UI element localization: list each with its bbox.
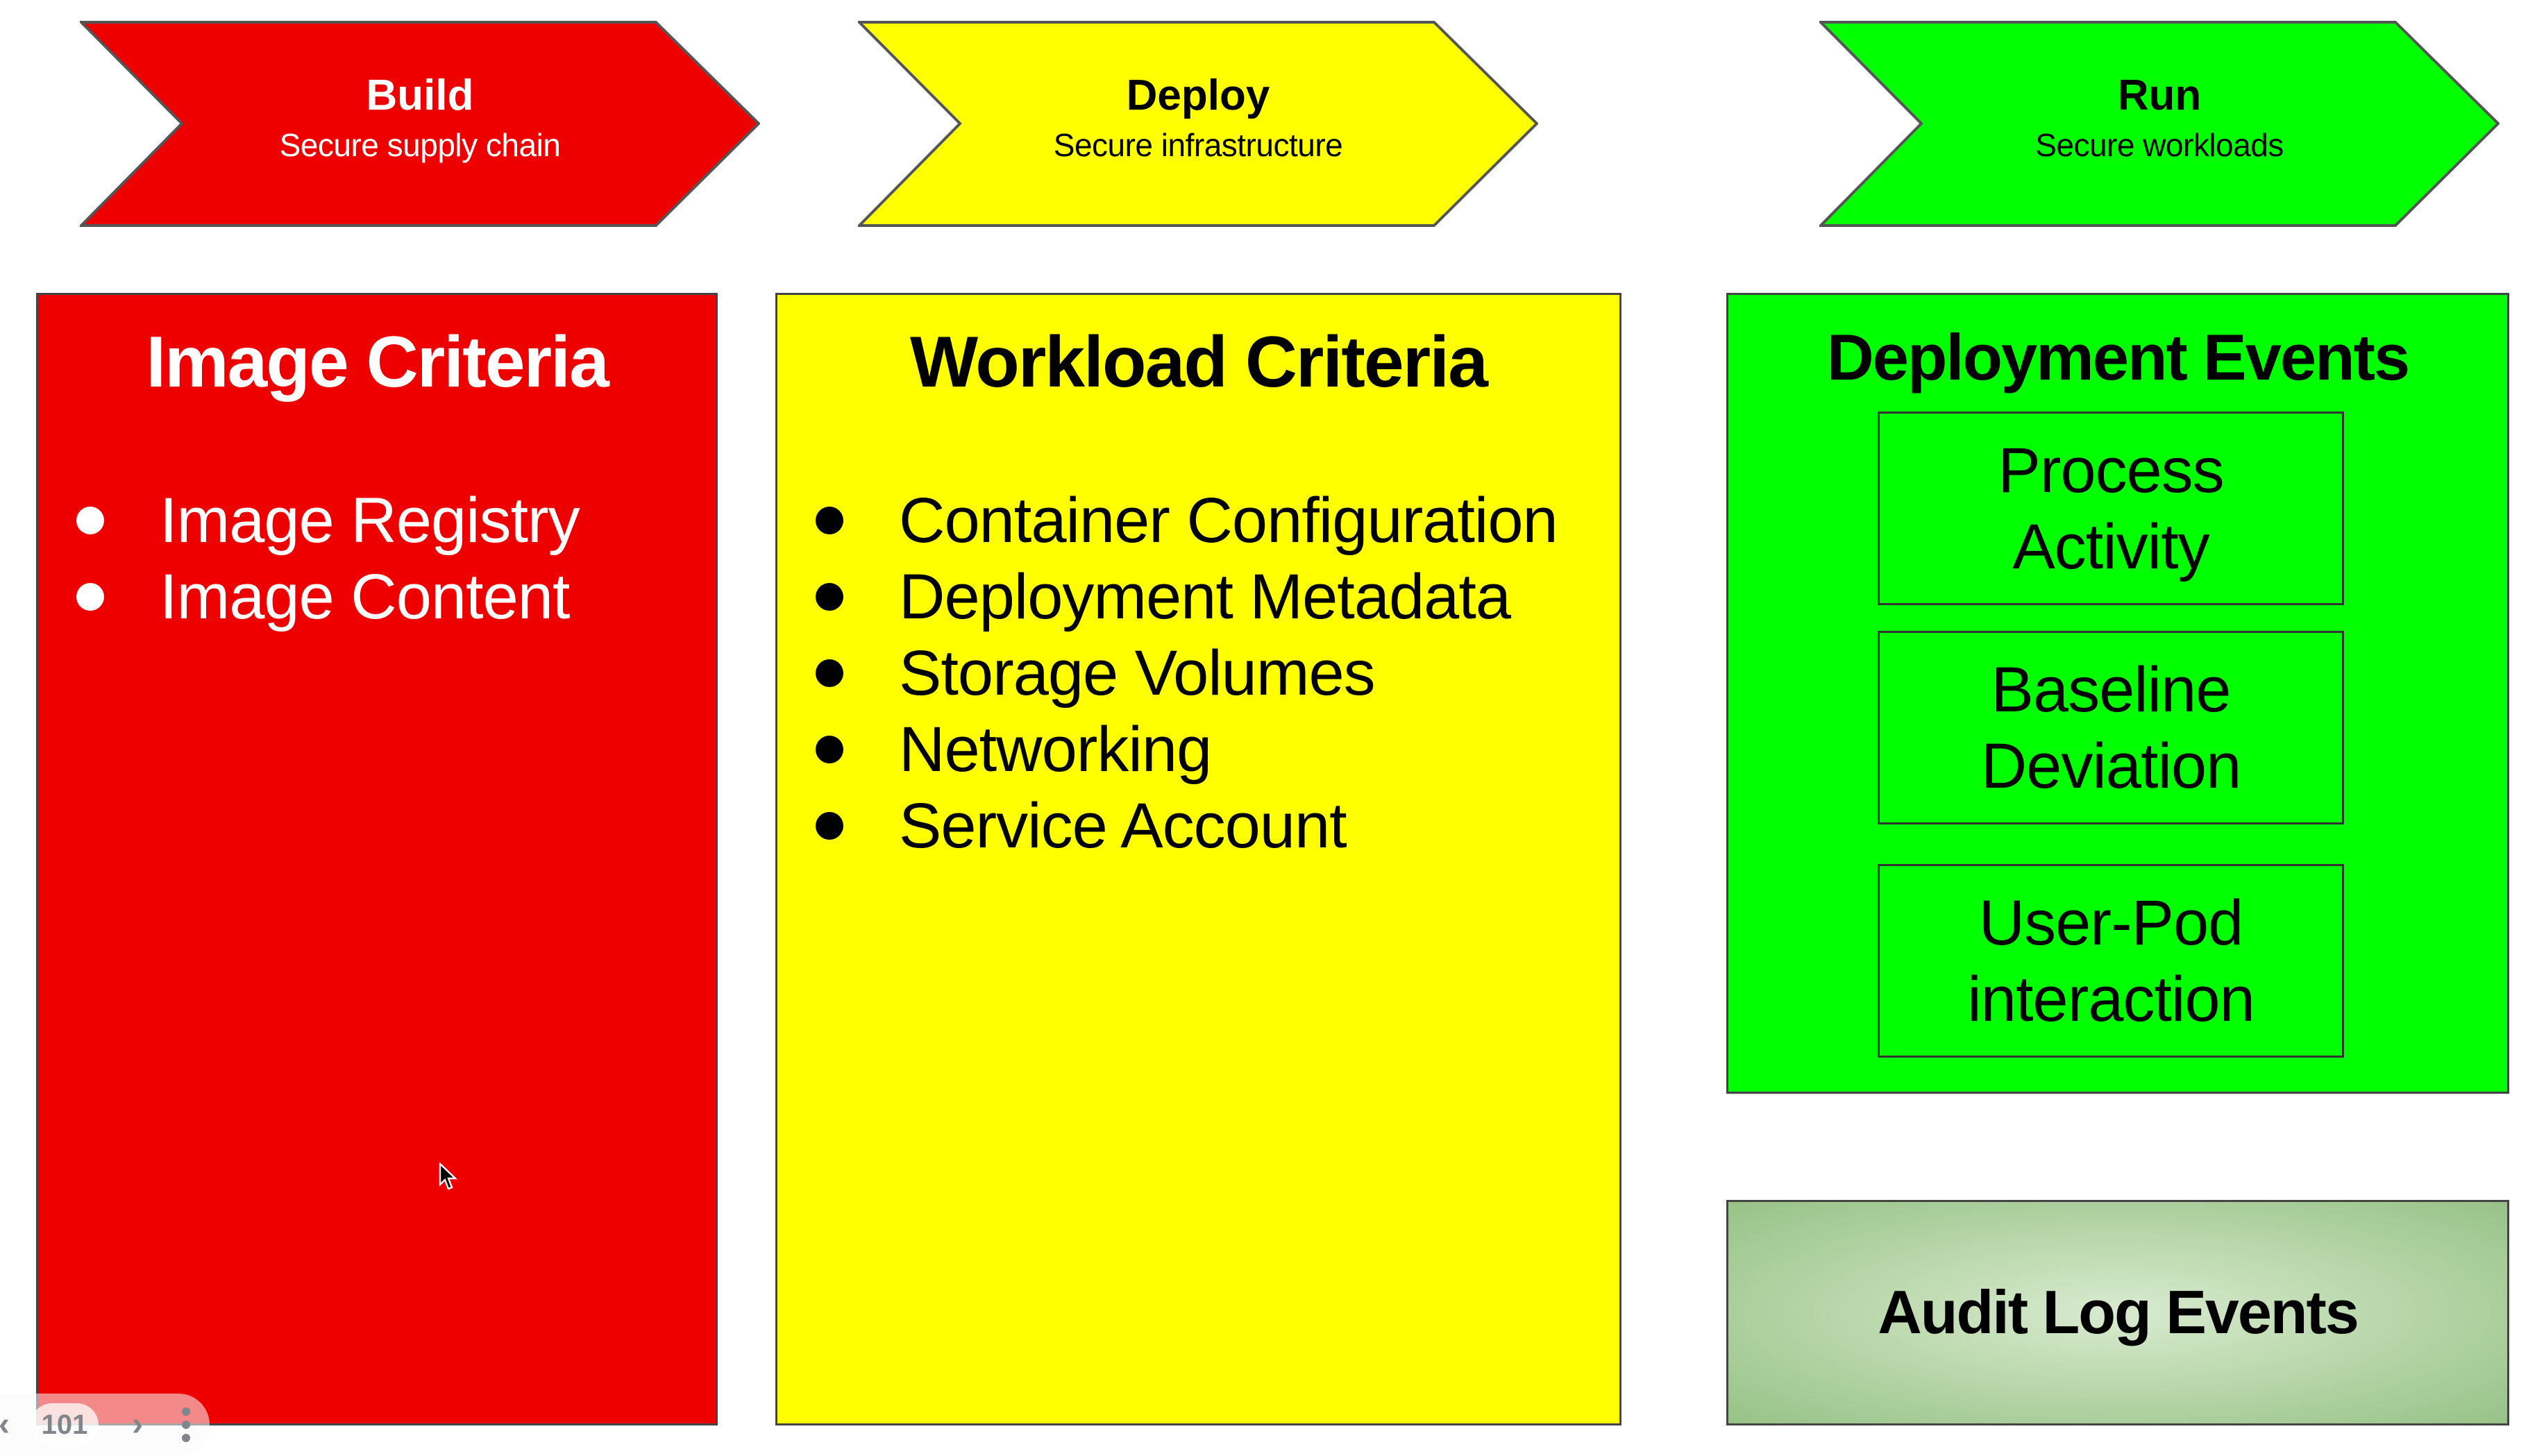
- page-number[interactable]: 101: [31, 1403, 99, 1446]
- deployment-events-panel: Deployment Events Process Activity Basel…: [1726, 293, 2509, 1094]
- list-item-label: Networking: [899, 714, 1212, 785]
- list-item-label: Image Registry: [160, 485, 580, 556]
- list-item-label: Image Content: [160, 561, 570, 632]
- list-item: Container Configuration: [816, 482, 1558, 559]
- chevron-shape: [1819, 21, 2500, 227]
- event-box-process-activity: Process Activity: [1878, 412, 2344, 605]
- stage-title: Build: [366, 71, 474, 119]
- stage-chevron-deploy: Deploy Secure infrastructure: [858, 21, 1538, 227]
- stage-subtitle: Secure infrastructure: [1053, 126, 1343, 163]
- panel-title: Deployment Events: [1826, 321, 2410, 393]
- stage-title: Deploy: [1126, 71, 1270, 119]
- chevron-right-icon[interactable]: ›: [132, 1406, 143, 1443]
- list-item: Image Content: [76, 559, 580, 635]
- event-box-user-pod-interaction: User-Pod interaction: [1878, 864, 2344, 1058]
- list-item-label: Container Configuration: [899, 485, 1558, 556]
- chevron-left-icon[interactable]: ‹: [0, 1408, 18, 1441]
- list-item: Networking: [816, 711, 1558, 788]
- bullet-icon: [76, 507, 104, 534]
- bullet-icon: [816, 583, 843, 611]
- dot: [182, 1407, 190, 1416]
- audit-log-events-panel: Audit Log Events: [1726, 1200, 2509, 1425]
- more-vertical-icon[interactable]: [179, 1407, 193, 1442]
- panel-title: Workload Criteria: [910, 322, 1488, 403]
- mouse-cursor-icon: [439, 1162, 457, 1190]
- dot: [182, 1434, 190, 1442]
- image-criteria-list: Image Registry Image Content: [76, 482, 580, 635]
- event-box-label: User-Pod interaction: [1967, 887, 2255, 1035]
- event-box-label: Process Activity: [1998, 434, 2224, 582]
- bullet-icon: [816, 659, 843, 687]
- slide-navigation: ‹ 101 ›: [0, 1394, 210, 1456]
- bullet-icon: [816, 812, 843, 840]
- list-item-label: Storage Volumes: [899, 638, 1376, 709]
- image-criteria-panel: Image Criteria Image Registry Image Cont…: [36, 293, 718, 1425]
- bullet-icon: [76, 583, 104, 611]
- panel-title: Audit Log Events: [1878, 1278, 2359, 1347]
- workload-criteria-list: Container Configuration Deployment Metad…: [816, 482, 1558, 864]
- stage-subtitle: Secure supply chain: [279, 126, 561, 163]
- stage-chevron-run: Run Secure workloads: [1819, 21, 2500, 227]
- list-item: Service Account: [816, 788, 1558, 864]
- list-item-label: Deployment Metadata: [899, 561, 1511, 632]
- chevron-shape: [858, 21, 1538, 227]
- event-box-baseline-deviation: Baseline Deviation: [1878, 631, 2344, 824]
- panel-title: Image Criteria: [146, 322, 609, 403]
- dot: [182, 1421, 190, 1429]
- list-item: Storage Volumes: [816, 635, 1558, 711]
- stage-chevron-build: Build Secure supply chain: [80, 21, 760, 227]
- stage-subtitle: Secure workloads: [2035, 126, 2284, 163]
- workload-criteria-panel: Workload Criteria Container Configuratio…: [775, 293, 1621, 1425]
- event-box-label: Baseline Deviation: [1980, 654, 2242, 802]
- list-item: Deployment Metadata: [816, 559, 1558, 635]
- chevron-shape: [80, 21, 760, 227]
- list-item: Image Registry: [76, 482, 580, 559]
- stage-title: Run: [2117, 71, 2202, 119]
- list-item-label: Service Account: [899, 790, 1347, 861]
- bullet-icon: [816, 507, 843, 534]
- bullet-icon: [816, 736, 843, 763]
